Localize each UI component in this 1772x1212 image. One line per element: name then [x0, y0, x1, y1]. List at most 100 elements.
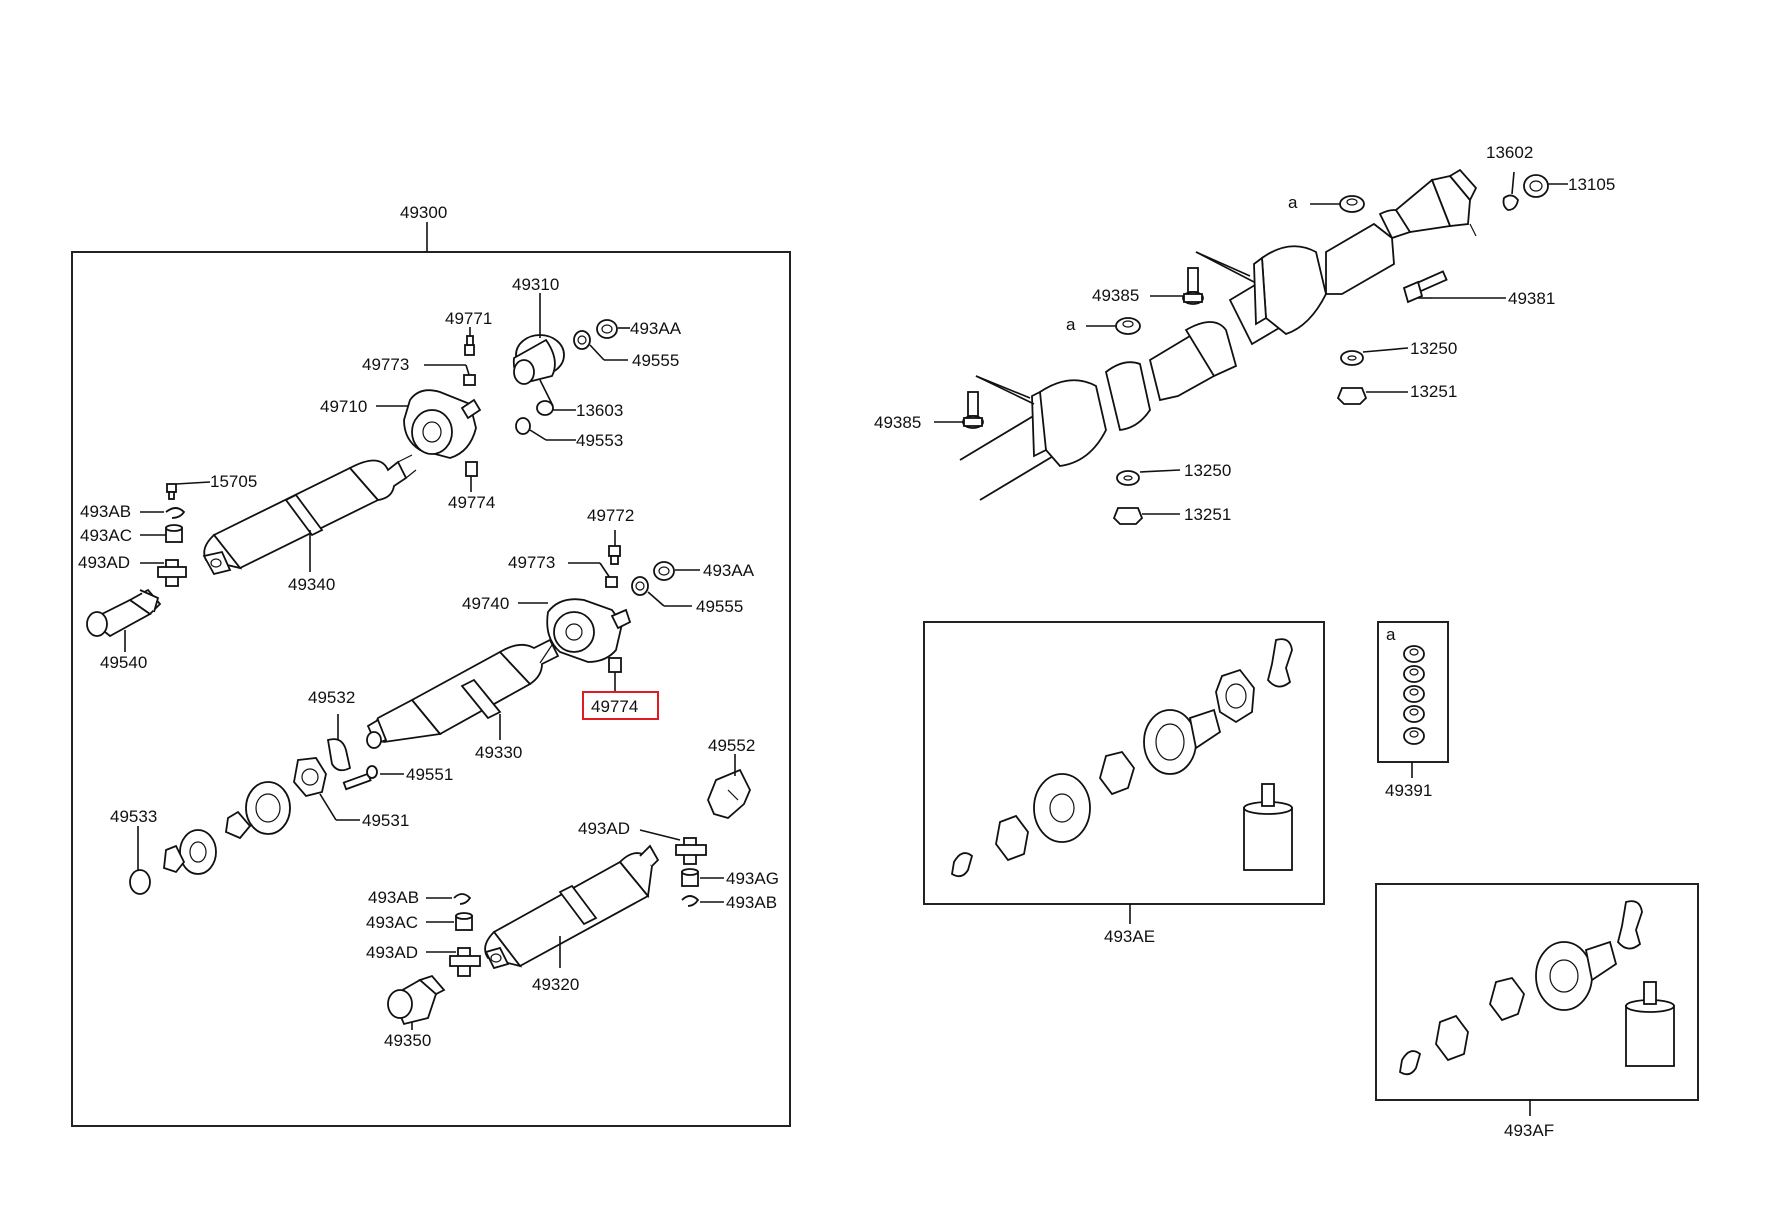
label-49350[interactable]: 49350	[384, 1031, 431, 1050]
label-49320[interactable]: 49320	[532, 975, 579, 994]
label-49740[interactable]: 49740	[462, 594, 509, 613]
part-49773-cap	[463, 374, 476, 386]
label-13250-lower[interactable]: 13250	[1184, 461, 1231, 480]
label-49772[interactable]: 49772	[587, 506, 634, 525]
kit-493AF-frame	[1375, 883, 1699, 1101]
part-13251-nut-lower	[1112, 507, 1144, 525]
label-15705[interactable]: 15705	[210, 472, 257, 491]
kit-493AE-frame	[923, 621, 1325, 905]
label-49531[interactable]: 49531	[362, 811, 409, 830]
part-13105-nut	[1523, 174, 1549, 198]
label-493AD-lower[interactable]: 493AD	[366, 943, 418, 962]
label-49330[interactable]: 49330	[475, 743, 522, 762]
label-49553[interactable]: 49553	[576, 431, 623, 450]
label-49533[interactable]: 49533	[110, 807, 157, 826]
label-13251-upper[interactable]: 13251	[1410, 382, 1457, 401]
part-rear-shaft-assembly	[959, 168, 1478, 501]
label-493AF[interactable]: 493AF	[1504, 1121, 1554, 1140]
label-49385-upper[interactable]: 49385	[1092, 286, 1139, 305]
label-49710[interactable]: 49710	[320, 397, 367, 416]
label-49391[interactable]: 49391	[1385, 781, 1432, 800]
label-13105[interactable]: 13105	[1568, 175, 1615, 194]
label-a-middle[interactable]: a	[1066, 315, 1076, 334]
part-49774-upper-plug	[465, 461, 478, 477]
label-49532[interactable]: 49532	[308, 688, 355, 707]
label-493AG[interactable]: 493AG	[726, 869, 779, 888]
part-49553-washer	[515, 417, 531, 435]
part-cv-joint-assembly	[129, 757, 327, 895]
part-49740-center-bearing	[546, 598, 632, 663]
label-49771[interactable]: 49771	[445, 309, 492, 328]
part-49540-slip-yoke	[86, 588, 162, 638]
part-49772-grease-fitting	[608, 545, 621, 565]
label-493AB-lower-left[interactable]: 493AB	[368, 888, 419, 907]
part-49532-clip	[326, 738, 352, 772]
part-493AC-bearing-cup-upper	[165, 524, 183, 543]
part-49340-propeller-shaft	[202, 454, 417, 576]
part-13603-nut	[536, 400, 554, 416]
label-49540[interactable]: 49540	[100, 653, 147, 672]
part-49771-grease-fitting	[464, 335, 475, 356]
label-49774-lower-highlighted[interactable]: 49774	[591, 697, 638, 716]
highlight-box-49774	[582, 691, 659, 720]
kit-49391-frame	[1377, 621, 1449, 763]
part-493AB-snap-ring-lower-right	[681, 895, 700, 907]
label-49381[interactable]: 49381	[1508, 289, 1555, 308]
label-49385-lower[interactable]: 49385	[874, 413, 921, 432]
label-493AD-upper[interactable]: 493AD	[78, 553, 130, 572]
label-49310[interactable]: 49310	[512, 275, 559, 294]
label-493AD-middle[interactable]: 493AD	[578, 819, 630, 838]
part-49710-center-bearing	[403, 389, 482, 459]
label-49551[interactable]: 49551	[406, 765, 453, 784]
part-49551-bolt	[342, 765, 378, 791]
part-49555-washer	[573, 330, 591, 350]
part-493AD-spider-upper	[157, 559, 187, 587]
part-49381-bolt	[1402, 270, 1448, 304]
kit-493AE-contents	[951, 638, 1293, 878]
part-493AB-snap-ring-upper	[165, 507, 186, 519]
label-49340[interactable]: 49340	[288, 575, 335, 594]
part-13251-nut-upper	[1336, 387, 1368, 405]
part-493AD-spider-middle	[675, 837, 707, 865]
part-493AD-spider-lower	[449, 947, 481, 977]
label-49391-marker-a[interactable]: a	[1386, 625, 1396, 644]
part-493AA-nut-lower	[653, 561, 675, 581]
part-49310-flange	[512, 334, 565, 385]
part-13250-washer-upper	[1340, 350, 1364, 366]
label-493AC-lower[interactable]: 493AC	[366, 913, 418, 932]
label-49300[interactable]: 49300	[400, 203, 447, 222]
assembly-49300-frame	[71, 251, 791, 1127]
label-13602[interactable]: 13602	[1486, 143, 1533, 162]
label-13603[interactable]: 13603	[576, 401, 623, 420]
label-49773-lower[interactable]: 49773	[508, 553, 555, 572]
part-493AC-bearing-cup-lower	[455, 912, 473, 931]
label-493AE[interactable]: 493AE	[1104, 927, 1155, 946]
part-13250-washer-lower	[1116, 470, 1140, 486]
part-49555-washer-lower	[631, 576, 649, 596]
label-49555-upper[interactable]: 49555	[632, 351, 679, 370]
part-49385-bolt-upper	[1182, 267, 1204, 305]
part-15705-grease-nipple	[166, 483, 177, 500]
label-49555-lower[interactable]: 49555	[696, 597, 743, 616]
part-49330-propeller-shaft	[366, 638, 560, 749]
part-49774-lower-plug	[608, 657, 622, 673]
label-493AA-upper[interactable]: 493AA	[630, 319, 682, 338]
part-49385-bolt-lower	[962, 391, 984, 429]
label-a-top[interactable]: a	[1288, 193, 1298, 212]
label-493AB-lower-right[interactable]: 493AB	[726, 893, 777, 912]
label-13251-lower[interactable]: 13251	[1184, 505, 1231, 524]
label-493AB-upper[interactable]: 493AB	[80, 502, 131, 521]
part-13602-washer	[1502, 194, 1519, 211]
part-a-nut-middle	[1115, 317, 1141, 335]
part-493AA-nut	[596, 319, 618, 339]
label-493AC-upper[interactable]: 493AC	[80, 526, 132, 545]
label-49552[interactable]: 49552	[708, 736, 755, 755]
label-493AA-lower[interactable]: 493AA	[703, 561, 755, 580]
part-49350-flange-yoke	[387, 974, 446, 1026]
part-49552-bracket	[707, 768, 751, 819]
label-13250-upper[interactable]: 13250	[1410, 339, 1457, 358]
label-49774-upper[interactable]: 49774	[448, 493, 495, 512]
label-49773-upper[interactable]: 49773	[362, 355, 409, 374]
kit-493AF-contents	[1399, 900, 1675, 1076]
